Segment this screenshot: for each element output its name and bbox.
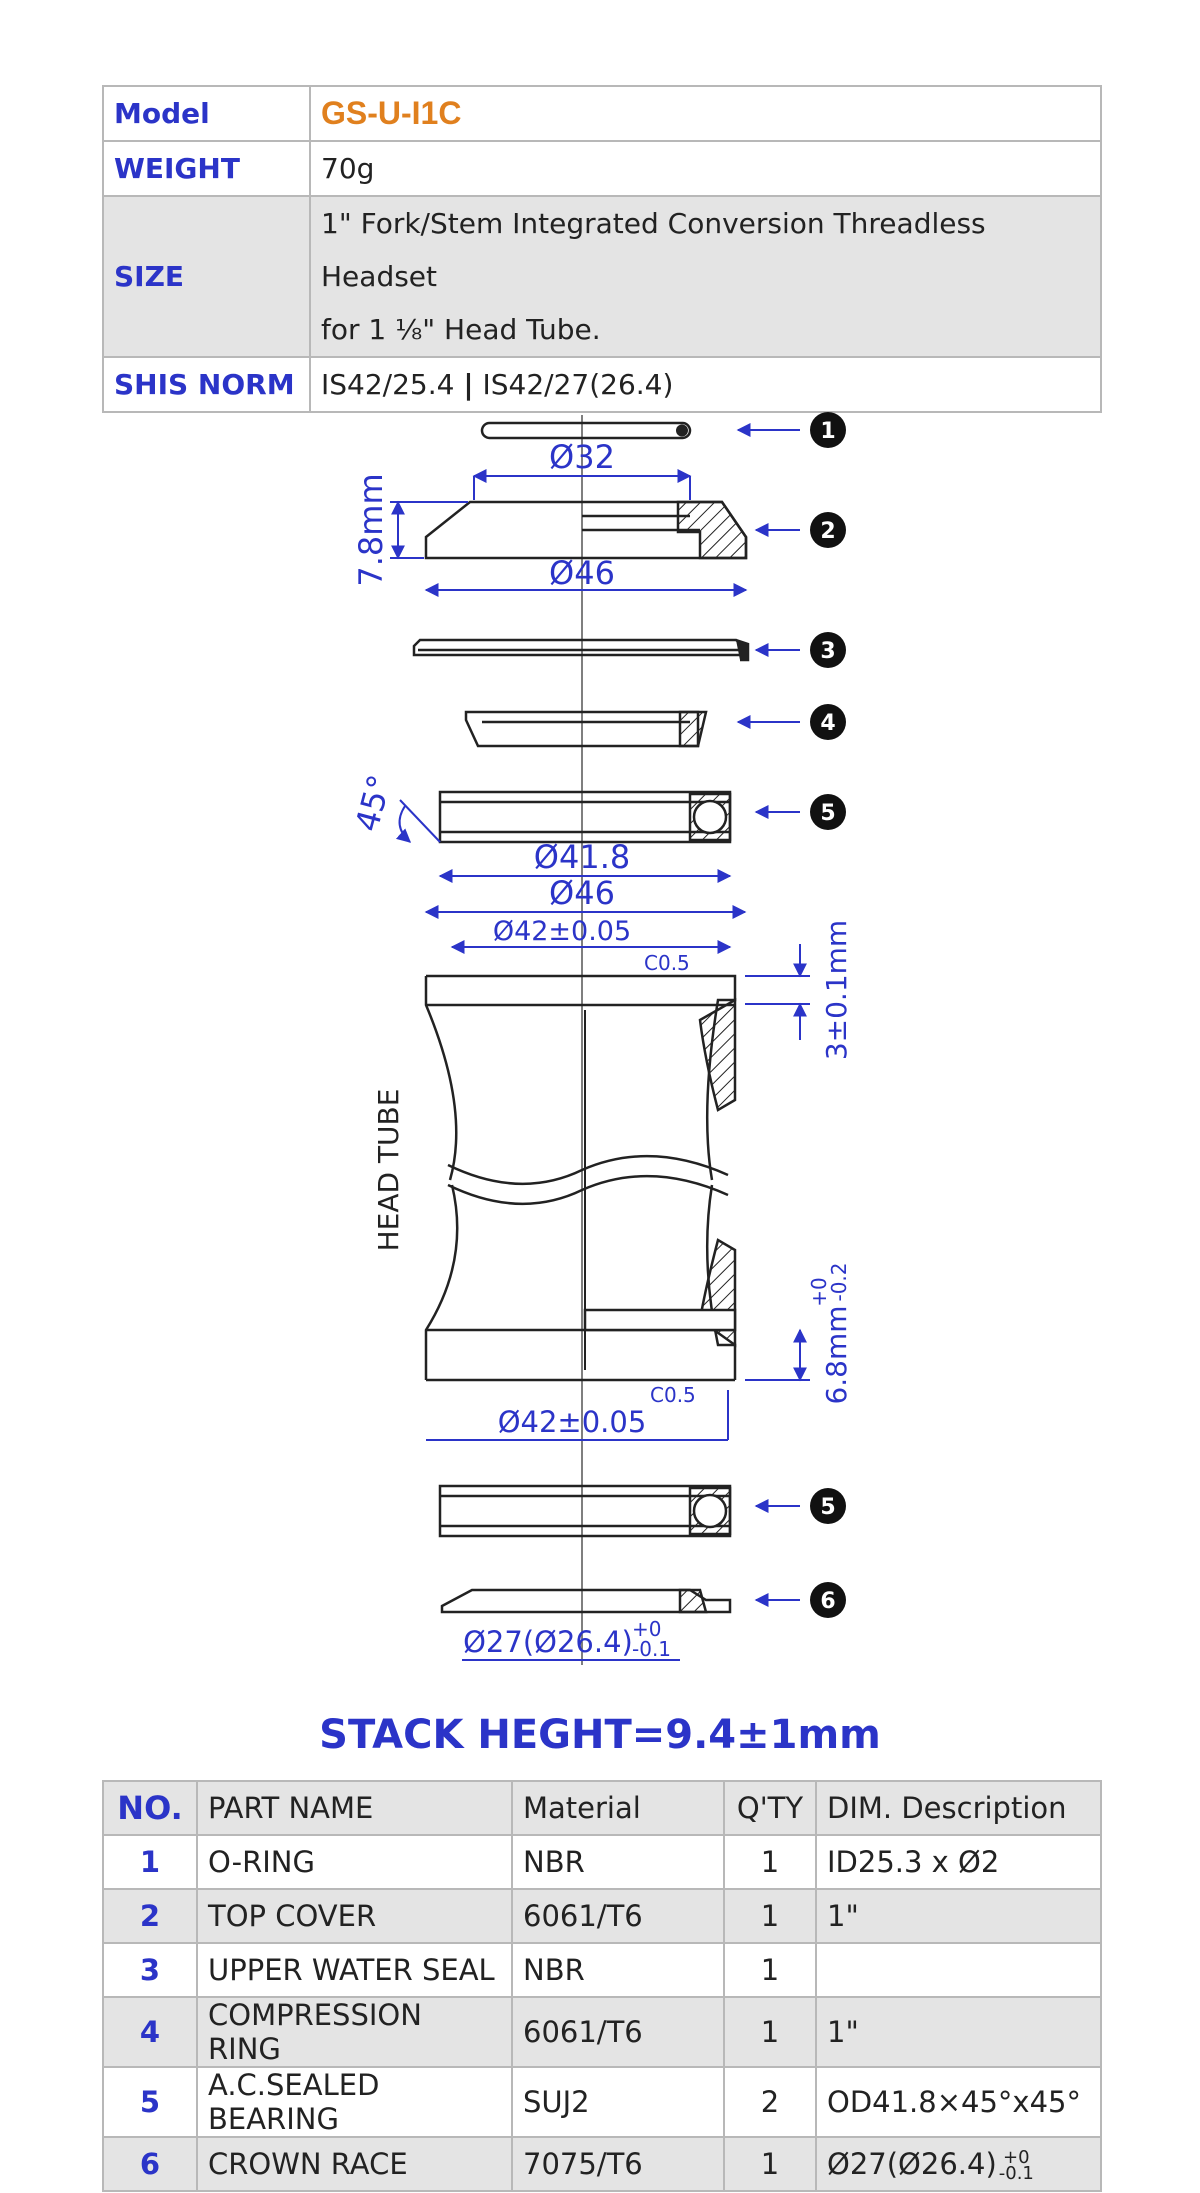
spec-row-model: Model GS-U-I1C xyxy=(102,85,1102,142)
callout-5-bottom: 5 xyxy=(820,1495,835,1520)
row-material: NBR xyxy=(511,1834,725,1890)
tol-27-upper: +0 xyxy=(632,1617,661,1641)
row-qty: 2 xyxy=(723,2066,817,2138)
row-name: UPPER WATER SEAL xyxy=(196,1942,513,1998)
dim-32: Ø32 xyxy=(549,438,615,476)
row-dim-tolerance: +0-0.1 xyxy=(998,2146,1034,2184)
header-dim: DIM. Description xyxy=(815,1780,1102,1836)
row-name: A.C.SEALED BEARING xyxy=(196,2066,513,2138)
table-row: 2 TOP COVER 6061/T6 1 1" xyxy=(102,1888,1102,1944)
row-dim-text: Ø27(Ø26.4) xyxy=(827,2146,997,2181)
row-qty: 1 xyxy=(723,1834,817,1890)
o-ring-shape xyxy=(480,421,692,440)
compression-ring-shape xyxy=(464,710,700,748)
headset-exploded-drawing: Ø32 7.8mm Ø46 45° Ø41.8 Ø46 Ø42±0.05 3±0… xyxy=(348,412,853,1665)
row-name: CROWN RACE xyxy=(196,2136,513,2192)
row-dim: Ø27(Ø26.4)+0-0.1 xyxy=(815,2136,1102,2192)
header-no: NO. xyxy=(102,1780,198,1836)
weight-value: 70g xyxy=(309,140,1102,197)
table-row: 1 O-RING NBR 1 ID25.3 x Ø2 xyxy=(102,1834,1102,1890)
upper-water-seal-shape xyxy=(412,638,746,657)
header-part-name: PART NAME xyxy=(196,1780,513,1836)
stack-height: STACK HEGHT=9.4±1mm xyxy=(319,1712,881,1758)
row-dim: 1" xyxy=(815,1996,1102,2068)
norm-separator: | xyxy=(463,368,474,401)
row-no: 6 xyxy=(102,2136,198,2192)
table-row: 6 CROWN RACE 7075/T6 1 Ø27(Ø26.4)+0-0.1 xyxy=(102,2136,1102,2192)
spec-table: Model GS-U-I1C WEIGHT 70g SIZE 1" Fork/S… xyxy=(102,85,1102,413)
dim-42-top: Ø42±0.05 xyxy=(493,916,631,947)
spec-row-norm: SHIS NORM IS42/25.4 | IS42/27(26.4) xyxy=(102,356,1102,413)
parts-table: NO. PART NAME Material Q'TY DIM. Descrip… xyxy=(102,1780,1102,2192)
size-value: 1" Fork/Stem Integrated Conversion Threa… xyxy=(309,195,1102,358)
row-qty: 1 xyxy=(723,1996,817,2068)
callout-3: 3 xyxy=(820,639,835,664)
size-label: SIZE xyxy=(102,195,311,358)
row-material: NBR xyxy=(511,1942,725,1998)
dim-27: Ø27(Ø26.4) xyxy=(463,1625,633,1659)
crown-race-shape xyxy=(440,1588,732,1614)
bearing-top-shape xyxy=(438,790,732,844)
tol-lower: -0.1 xyxy=(998,2162,1034,2184)
weight-label: WEIGHT xyxy=(102,140,311,197)
row-qty: 1 xyxy=(723,1942,817,1998)
row-name: O-RING xyxy=(196,1834,513,1890)
norm-value: IS42/25.4 | IS42/27(26.4) xyxy=(309,356,1102,413)
row-material: 6061/T6 xyxy=(511,1888,725,1944)
row-dim xyxy=(815,1942,1102,1998)
callout-1: 1 xyxy=(820,419,835,444)
size-line-1: 1" Fork/Stem Integrated Conversion Threa… xyxy=(321,207,986,293)
row-no: 3 xyxy=(102,1942,198,1998)
row-dim: 1" xyxy=(815,1888,1102,1944)
table-row: 4 COMPRESSION RING 6061/T6 1 1" xyxy=(102,1996,1102,2068)
row-dim: OD41.8×45°x45° xyxy=(815,2066,1102,2138)
row-material: 7075/T6 xyxy=(511,2136,725,2192)
header-material: Material xyxy=(511,1780,725,1836)
tol-27-lower: -0.1 xyxy=(632,1637,671,1661)
dim-7-8: 7.8mm xyxy=(352,473,390,586)
row-material: 6061/T6 xyxy=(511,1996,725,2068)
table-row: 3 UPPER WATER SEAL NBR 1 xyxy=(102,1942,1102,1998)
row-no: 2 xyxy=(102,1888,198,1944)
norm-b: IS42/27(26.4) xyxy=(482,368,674,401)
spec-row-size: SIZE 1" Fork/Stem Integrated Conversion … xyxy=(102,195,1102,358)
callout-2: 2 xyxy=(820,519,835,544)
dim-42-bottom: Ø42±0.05 xyxy=(498,1405,647,1439)
row-name: COMPRESSION RING xyxy=(196,1996,513,2068)
table-row: 5 A.C.SEALED BEARING SUJ2 2 OD41.8×45°x4… xyxy=(102,2066,1102,2138)
dim-6-8: 6.8mm xyxy=(820,1305,853,1404)
tol-upper: +0 xyxy=(1003,2146,1030,2168)
angle-45: 45° xyxy=(348,771,399,836)
spec-row-weight: WEIGHT 70g xyxy=(102,140,1102,197)
row-name: TOP COVER xyxy=(196,1888,513,1944)
dim-46-top: Ø46 xyxy=(549,554,615,592)
norm-label: SHIS NORM xyxy=(102,356,311,413)
bearing-bottom-shape xyxy=(438,1484,732,1538)
row-material: SUJ2 xyxy=(511,2066,725,2138)
dim-3: 3±0.1mm xyxy=(820,920,853,1060)
row-qty: 1 xyxy=(723,2136,817,2192)
size-line-2: for 1 ⅛" Head Tube. xyxy=(321,313,601,346)
head-tube-shape xyxy=(424,974,737,1382)
parts-header-row: NO. PART NAME Material Q'TY DIM. Descrip… xyxy=(102,1780,1102,1836)
row-qty: 1 xyxy=(723,1888,817,1944)
norm-a: IS42/25.4 xyxy=(321,368,455,401)
callout-5-top: 5 xyxy=(820,801,835,826)
tol-6-8-upper: +0 xyxy=(807,1277,831,1306)
callout-6: 6 xyxy=(820,1589,835,1614)
model-label: Model xyxy=(102,85,311,142)
row-dim: ID25.3 x Ø2 xyxy=(815,1834,1102,1890)
callout-4: 4 xyxy=(820,711,835,736)
dim-46-tube: Ø46 xyxy=(549,874,615,912)
row-no: 1 xyxy=(102,1834,198,1890)
dim-41-8: Ø41.8 xyxy=(534,838,630,876)
row-no: 4 xyxy=(102,1996,198,2068)
tol-6-8-lower: -0.2 xyxy=(827,1262,851,1301)
model-value: GS-U-I1C xyxy=(309,85,1102,142)
row-no: 5 xyxy=(102,2066,198,2138)
header-qty: Q'TY xyxy=(723,1780,817,1836)
chamfer-bottom: C0.5 xyxy=(650,1383,696,1407)
head-tube-label: HEAD TUBE xyxy=(372,1089,405,1252)
chamfer-top: C0.5 xyxy=(644,951,690,975)
